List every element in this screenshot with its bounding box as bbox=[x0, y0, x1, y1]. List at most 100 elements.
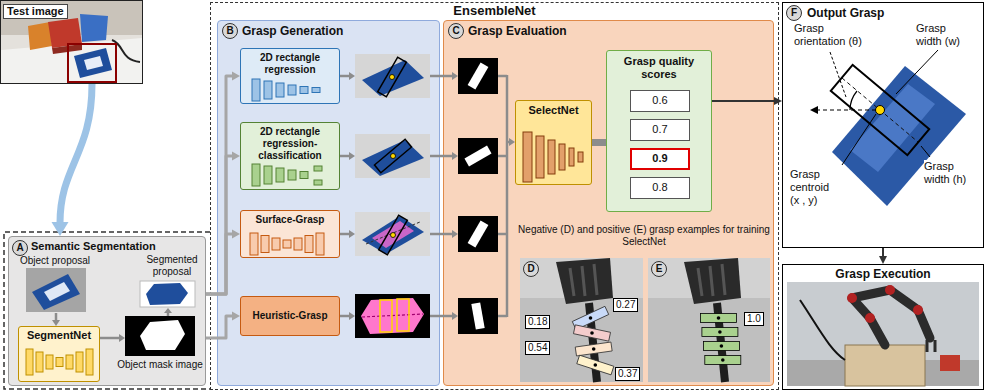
node-text: 0.6 bbox=[631, 91, 689, 107]
illustration-part bbox=[896, 50, 938, 94]
illustration-part bbox=[498, 315, 507, 318]
node-text: SegmentNet bbox=[19, 327, 99, 342]
illustration-part bbox=[86, 349, 93, 375]
step-letter: B bbox=[222, 23, 238, 39]
illustration-part bbox=[140, 281, 195, 307]
dashed-outline bbox=[4, 232, 210, 389]
illustration-part bbox=[570, 268, 574, 296]
connector bbox=[592, 142, 606, 143]
arrow-head bbox=[232, 72, 240, 81]
illustration-part bbox=[362, 140, 424, 176]
illustration-part bbox=[810, 106, 818, 114]
step-letter: F bbox=[786, 5, 802, 21]
illustration-part bbox=[66, 355, 73, 369]
illustration-part bbox=[349, 72, 355, 80]
method-box: Heuristic-Grasp bbox=[240, 296, 340, 336]
segmented-image bbox=[140, 281, 195, 307]
illustration-part bbox=[264, 81, 272, 99]
grasp-thumbnail bbox=[355, 212, 430, 256]
illustration-part bbox=[452, 312, 458, 320]
illustration-part bbox=[379, 215, 408, 255]
illustration-part bbox=[340, 75, 349, 78]
illustration-part bbox=[46, 355, 53, 369]
arrow-head bbox=[879, 256, 887, 264]
illustration-part bbox=[577, 355, 614, 375]
illustration-part bbox=[146, 283, 188, 305]
illustration-part bbox=[468, 62, 489, 89]
mask-image bbox=[125, 316, 195, 356]
step-letter: E bbox=[651, 261, 667, 277]
illustration-part bbox=[36, 352, 43, 372]
illustration-part bbox=[55, 313, 58, 320]
illustration-part bbox=[589, 316, 593, 320]
illustration-part bbox=[926, 340, 929, 352]
illustration-part bbox=[44, 282, 70, 301]
illustration-part bbox=[261, 236, 269, 253]
illustration-part bbox=[378, 57, 407, 97]
arrow-head bbox=[232, 312, 240, 321]
node-text: F bbox=[787, 6, 801, 20]
illustration-part bbox=[272, 238, 280, 250]
illustration-part bbox=[276, 168, 284, 182]
illustration-part bbox=[559, 144, 565, 170]
illustration-part bbox=[582, 266, 585, 296]
connector bbox=[206, 152, 240, 295]
illustration-part bbox=[458, 138, 498, 174]
illustration-part bbox=[498, 75, 507, 78]
illustration-part bbox=[140, 320, 185, 350]
label: Object mask image bbox=[114, 359, 206, 371]
illustration-part bbox=[818, 109, 876, 110]
node-text: EnsembleNet bbox=[211, 3, 778, 18]
illustration-part bbox=[940, 355, 960, 371]
grasp-thumbnail bbox=[355, 294, 430, 338]
flow-arrow bbox=[100, 334, 125, 342]
illustration-part bbox=[830, 52, 846, 97]
connector-line bbox=[206, 316, 233, 338]
node-text: D bbox=[524, 262, 538, 276]
illustration-part bbox=[349, 230, 355, 238]
dimension-label: Grasp width (h) bbox=[924, 160, 980, 186]
arrow-head bbox=[52, 222, 69, 236]
illustration-part bbox=[710, 266, 713, 296]
step-letter: C bbox=[448, 23, 464, 39]
illustration-part bbox=[164, 308, 172, 313]
illustration-part bbox=[578, 152, 583, 162]
node-text: 0.7 bbox=[631, 120, 689, 136]
illustration-part bbox=[458, 58, 498, 94]
illustration-part bbox=[921, 146, 930, 157]
illustration-part bbox=[934, 340, 937, 352]
connector-line bbox=[206, 234, 233, 294]
illustration-part bbox=[355, 134, 430, 178]
illustration-part bbox=[594, 363, 598, 367]
illustration-part bbox=[264, 166, 272, 184]
illustration-part bbox=[391, 233, 396, 238]
illustration-part bbox=[684, 258, 741, 304]
illustration-part bbox=[573, 325, 610, 341]
arrow-head bbox=[232, 152, 240, 161]
illustration-part bbox=[276, 83, 284, 97]
node-text: 0.8 bbox=[631, 178, 689, 194]
illustration-part bbox=[312, 88, 320, 93]
illustration-part bbox=[702, 328, 738, 337]
illustration-part bbox=[458, 298, 498, 334]
illustration-part bbox=[913, 305, 923, 315]
callout-number: 0.27 bbox=[613, 298, 638, 312]
node-text: Grasp Generation bbox=[218, 21, 439, 38]
illustration-part bbox=[575, 342, 612, 356]
connector bbox=[206, 230, 240, 295]
illustration-part bbox=[391, 154, 396, 159]
node-text: B bbox=[223, 24, 237, 38]
illustration-part bbox=[305, 236, 313, 253]
note: Negative (D) and positive (E) grasp exam… bbox=[518, 224, 770, 248]
arrow-head bbox=[774, 97, 782, 105]
network-glyph bbox=[523, 132, 583, 182]
illustration-part bbox=[361, 298, 424, 334]
dimension-label: Grasp orientation (θ) bbox=[794, 22, 870, 48]
illustration-part bbox=[569, 148, 574, 166]
illustration-part bbox=[701, 314, 737, 323]
illustration-part bbox=[250, 233, 258, 255]
node-text: Grasp quality scores bbox=[607, 51, 711, 81]
illustration-part bbox=[452, 230, 458, 238]
